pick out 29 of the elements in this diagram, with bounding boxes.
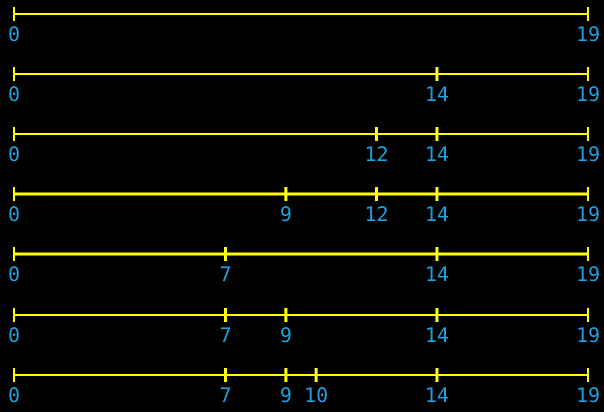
tick-label: 7: [219, 263, 232, 285]
tick-label: 0: [8, 83, 20, 105]
tick-label: 0: [8, 263, 20, 285]
tick-label: 9: [280, 324, 292, 346]
tick-label: 19: [576, 263, 600, 285]
tick-label: 10: [304, 384, 328, 406]
tick-label: 14: [424, 324, 449, 346]
tick-label: 14: [424, 143, 449, 165]
tick-label: 0: [8, 143, 20, 165]
tick-label: 19: [576, 143, 600, 165]
tick-label: 9: [280, 203, 292, 225]
tick-label: 12: [364, 143, 389, 165]
tick-label: 7: [219, 324, 232, 346]
tick-label: 0: [8, 23, 20, 45]
tick-label: 19: [576, 83, 600, 105]
tick-label: 0: [8, 384, 20, 406]
tick-label: 19: [576, 384, 600, 406]
tick-label: 14: [424, 83, 449, 105]
tick-label: 14: [424, 203, 449, 225]
tick-label: 14: [424, 263, 449, 285]
tick-label: 19: [576, 324, 600, 346]
tick-label: 9: [280, 384, 292, 406]
tick-label: 7: [219, 384, 232, 406]
tick-label: 19: [576, 203, 600, 225]
tick-label: 19: [576, 23, 600, 45]
tick-label: 12: [364, 203, 389, 225]
tick-label: 14: [424, 384, 449, 406]
tick-label: 0: [8, 203, 20, 225]
tick-label: 0: [8, 324, 20, 346]
